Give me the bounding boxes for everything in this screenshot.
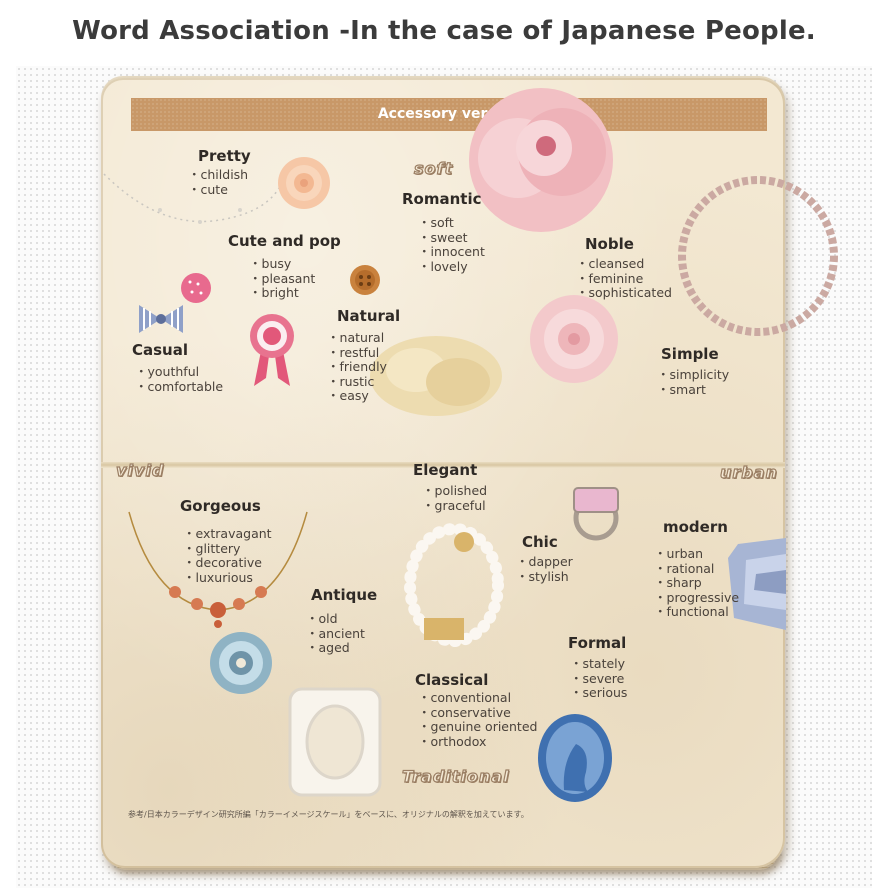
list-item: stylish xyxy=(516,569,573,585)
list-item: rustic xyxy=(327,374,387,390)
axis-label-vivid: vivid xyxy=(115,460,165,480)
list-item: ancient xyxy=(306,626,365,642)
category-romantic: Romantic xyxy=(402,190,482,208)
list-item: conventional xyxy=(418,690,537,706)
list-item: comfortable xyxy=(135,379,224,395)
striped-bow-icon xyxy=(139,305,183,333)
list-item: cleansed xyxy=(576,256,672,272)
word-list-cute-and-pop: busypleasantbright xyxy=(249,256,316,301)
list-item: soft xyxy=(418,215,485,231)
twisted-cord-icon xyxy=(678,176,838,336)
list-item: severe xyxy=(570,671,627,687)
word-list-classical: conventionalconservativegenuine oriented… xyxy=(418,690,538,750)
word-list-modern: urbanrationalsharpprogressivefunctional xyxy=(654,546,740,620)
list-item: rational xyxy=(654,561,739,577)
dried-flowers-icon xyxy=(370,336,502,416)
rosette-ribbon-icon xyxy=(250,314,294,386)
list-item: bright xyxy=(249,286,315,301)
word-list-romantic: softsweetinnocentlovely xyxy=(418,215,485,275)
white-frame-icon xyxy=(288,687,382,797)
axis-label-traditional: Traditional xyxy=(401,766,510,786)
list-item: sharp xyxy=(654,576,739,591)
gold-necklace-icon xyxy=(128,511,308,628)
word-list-chic: dapperstylish xyxy=(516,554,573,585)
list-item: busy xyxy=(249,256,315,272)
list-item: pleasant xyxy=(249,271,316,287)
book-fold xyxy=(101,462,785,468)
category-noble: Noble xyxy=(585,235,634,253)
blue-cameo-icon xyxy=(538,714,612,802)
list-item: progressive xyxy=(654,590,740,606)
list-item: sweet xyxy=(418,230,485,246)
crystal-gem-icon xyxy=(728,538,786,630)
list-item: natural xyxy=(327,330,387,346)
list-item: graceful xyxy=(422,498,487,514)
category-chic: Chic xyxy=(522,533,558,551)
list-item: lovely xyxy=(418,259,485,275)
list-item: simplicity xyxy=(657,367,730,383)
list-item: stately xyxy=(570,656,627,672)
category-classical: Classical xyxy=(415,671,489,689)
list-item: easy xyxy=(327,389,387,404)
category-modern: modern xyxy=(663,518,728,536)
page-title: Word Association -In the case of Japanes… xyxy=(72,16,816,46)
footnote: 参考/日本カラーデザイン研究所編「カラーイメージスケール」をベースに、オリジナル… xyxy=(128,810,529,819)
pearl-bracelet-icon xyxy=(404,523,504,647)
list-item: cute xyxy=(188,182,248,198)
category-cute-and-pop: Cute and pop xyxy=(228,232,341,250)
list-item: old xyxy=(306,611,365,627)
list-item: dapper xyxy=(516,554,573,570)
list-item: youthful xyxy=(135,364,223,380)
list-item: orthodox xyxy=(418,734,537,750)
version-banner: Accessory version xyxy=(131,98,767,131)
word-list-casual: youthfulcomfortable xyxy=(135,364,224,395)
list-item: innocent xyxy=(418,245,485,260)
pink-stone-ring-icon xyxy=(573,487,619,541)
word-list-formal: statelysevereserious xyxy=(570,656,628,701)
list-item: feminine xyxy=(576,271,672,287)
pearl-chain-icon xyxy=(103,167,287,224)
list-item: extravagant xyxy=(183,526,272,542)
word-list-noble: cleansedfemininesophisticated xyxy=(576,256,672,301)
list-item: sophisticated xyxy=(576,286,672,301)
list-item: urban xyxy=(654,546,739,562)
peach-rose-icon xyxy=(278,157,330,209)
word-list-antique: oldancientaged xyxy=(306,611,365,656)
list-item: functional xyxy=(654,605,739,620)
axis-label-urban: urban xyxy=(719,462,778,482)
pink-peony-flower-icon xyxy=(469,88,613,232)
list-item: glittery xyxy=(183,541,272,557)
word-list-pretty: childishcute xyxy=(188,167,249,198)
list-item: restful xyxy=(327,345,387,361)
list-item: smart xyxy=(657,382,729,398)
category-casual: Casual xyxy=(132,341,189,359)
crystal-brooch-icon xyxy=(210,632,272,694)
word-list-simple: simplicitysmart xyxy=(657,367,730,398)
category-pretty: Pretty xyxy=(198,147,251,165)
category-natural: Natural xyxy=(337,307,401,325)
list-item: friendly xyxy=(327,360,387,375)
list-item: genuine oriented xyxy=(418,720,538,735)
category-elegant: Elegant xyxy=(413,461,478,479)
category-formal: Formal xyxy=(568,634,627,652)
list-item: aged xyxy=(306,641,365,656)
list-item: decorative xyxy=(183,556,272,571)
category-antique: Antique xyxy=(311,586,378,604)
category-gorgeous: Gorgeous xyxy=(180,497,261,515)
list-item: luxurious xyxy=(183,570,272,586)
list-item: conservative xyxy=(418,705,537,721)
list-item: childish xyxy=(188,167,249,183)
pink-camellia-icon xyxy=(530,295,618,383)
list-item: serious xyxy=(570,686,628,701)
axis-label-soft: soft xyxy=(413,158,454,178)
wood-button-icon xyxy=(350,265,380,295)
word-list-gorgeous: extravagantglitterydecorativeluxurious xyxy=(183,526,272,586)
category-simple: Simple xyxy=(661,345,719,363)
word-list-natural: naturalrestfulfriendlyrusticeasy xyxy=(327,330,387,404)
word-list-elegant: polishedgraceful xyxy=(422,483,488,514)
pink-button-icon xyxy=(181,273,211,303)
list-item: polished xyxy=(422,483,488,499)
